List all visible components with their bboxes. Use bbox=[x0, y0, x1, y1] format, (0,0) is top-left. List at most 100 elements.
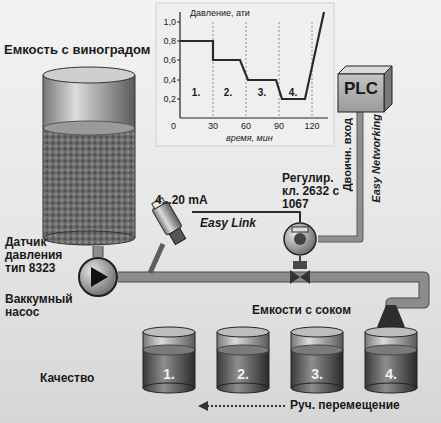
action-label: Руч. перемещение bbox=[290, 399, 400, 412]
pipe-line bbox=[94, 246, 103, 257]
vacuum-pump: Ваккумный насос bbox=[78, 257, 118, 297]
chart-panel bbox=[156, 3, 334, 146]
chart-x-axis bbox=[180, 117, 328, 118]
tank-edge bbox=[135, 75, 136, 238]
juice-tank-label: 3. bbox=[290, 368, 344, 381]
tank-edge bbox=[417, 332, 418, 388]
tick-label: 0,2 bbox=[158, 93, 176, 106]
connector-label: Двоичн. вход bbox=[341, 118, 354, 191]
tank-wall bbox=[365, 332, 417, 388]
grape-tank-label: Емкость с виноградом bbox=[4, 43, 150, 56]
tank-edge bbox=[291, 332, 292, 388]
juice-fill bbox=[143, 350, 195, 388]
plc-top bbox=[338, 66, 392, 74]
juice-tank-outline bbox=[216, 326, 270, 394]
step-number: 2. bbox=[220, 86, 236, 99]
juice-tank-outline bbox=[290, 326, 344, 394]
chart-gridline bbox=[279, 22, 280, 118]
plc-side bbox=[384, 66, 392, 112]
tank-wall bbox=[217, 332, 269, 388]
tank-edge bbox=[143, 332, 144, 388]
tank-edge bbox=[195, 332, 196, 388]
chart-tick bbox=[177, 41, 180, 42]
valve-stem bbox=[299, 256, 301, 264]
chart-tick bbox=[177, 99, 180, 100]
plc-box: PLC bbox=[338, 66, 392, 112]
chart-y-axis bbox=[179, 12, 180, 118]
tank-bottom bbox=[217, 383, 269, 393]
tank-edge bbox=[217, 332, 218, 388]
juice-tank: 1. bbox=[142, 326, 196, 394]
juice-tank: 4. bbox=[364, 326, 418, 394]
juice-tank-outline bbox=[142, 326, 196, 394]
tank-top bbox=[143, 327, 195, 337]
tick-label: 0,4 bbox=[158, 74, 176, 87]
vacuum-pump-outline bbox=[78, 257, 118, 297]
plc-front bbox=[338, 74, 384, 112]
juice-fill bbox=[291, 350, 343, 388]
grape-tank-outline bbox=[42, 66, 136, 246]
grape-surface bbox=[43, 121, 135, 135]
juice-tank-label: 1. bbox=[142, 368, 196, 381]
tick-label: 0,8 bbox=[158, 35, 176, 48]
pump-arrow bbox=[91, 267, 108, 287]
juice-surface bbox=[217, 345, 269, 355]
plc-box-label: PLC bbox=[338, 82, 384, 95]
chart-gridline bbox=[246, 22, 247, 118]
chart-gridlines bbox=[213, 22, 312, 118]
tank-edge bbox=[43, 75, 44, 238]
juice-surface bbox=[291, 345, 343, 355]
tick-label: 1,0 bbox=[158, 16, 176, 29]
juice-fill bbox=[365, 350, 417, 388]
juice-surface bbox=[365, 345, 417, 355]
tank-bottom bbox=[365, 383, 417, 393]
pipe-outline bbox=[93, 246, 104, 257]
tick-label: 60 bbox=[236, 120, 256, 133]
connector-label: 4...20 mA bbox=[155, 194, 208, 207]
valve-body bbox=[290, 270, 310, 284]
tank-bottom bbox=[291, 383, 343, 393]
brand-label: Easy Link bbox=[200, 217, 256, 230]
pressure-sensor: Датчик давления тип 8323 bbox=[150, 200, 192, 250]
sensor-thread bbox=[169, 228, 185, 244]
sensor-stub bbox=[150, 244, 163, 273]
chart-tick bbox=[177, 80, 180, 81]
move-arrow-line bbox=[206, 405, 285, 407]
axis-title: Давление, ати bbox=[190, 7, 250, 20]
juice-tank: 2. bbox=[216, 326, 270, 394]
tank-top bbox=[365, 327, 417, 337]
grape-mass bbox=[43, 128, 135, 238]
juice-fill bbox=[217, 350, 269, 388]
valve-actuator bbox=[293, 261, 307, 269]
juice-tank-label: 4. bbox=[364, 368, 418, 381]
grape-tank: Емкость с виноградом bbox=[42, 66, 136, 246]
juice-surface bbox=[143, 345, 195, 355]
axis-label: Качество bbox=[40, 372, 94, 385]
tank-edge bbox=[343, 332, 344, 388]
tank-edge bbox=[365, 332, 366, 388]
control-valve: Регулир. кл. 2632 с 1067 bbox=[282, 222, 318, 256]
tank-bottom bbox=[43, 231, 135, 245]
control-valve-label: Регулир. кл. 2632 с 1067 bbox=[282, 172, 344, 211]
tank-top bbox=[291, 327, 343, 337]
tick-label: 0,6 bbox=[158, 54, 176, 67]
pipe-line bbox=[118, 277, 424, 326]
chart-tick bbox=[177, 60, 180, 61]
tank-top bbox=[217, 327, 269, 337]
valve-head bbox=[284, 223, 316, 255]
control-valve-outline bbox=[282, 222, 318, 256]
group-label: Емкости с соком bbox=[252, 304, 351, 317]
tick-label: 30 bbox=[203, 120, 223, 133]
step-number: 1. bbox=[188, 86, 204, 99]
spray-nozzle bbox=[377, 305, 405, 327]
tank-top bbox=[43, 67, 135, 83]
step-number: 3. bbox=[254, 86, 270, 99]
step-number: 4. bbox=[285, 86, 301, 99]
pump-casing bbox=[79, 258, 117, 296]
tick-label: 90 bbox=[269, 120, 289, 133]
tank-edge bbox=[269, 332, 270, 388]
pipe bbox=[118, 277, 424, 326]
juice-tank-outline bbox=[364, 326, 418, 394]
